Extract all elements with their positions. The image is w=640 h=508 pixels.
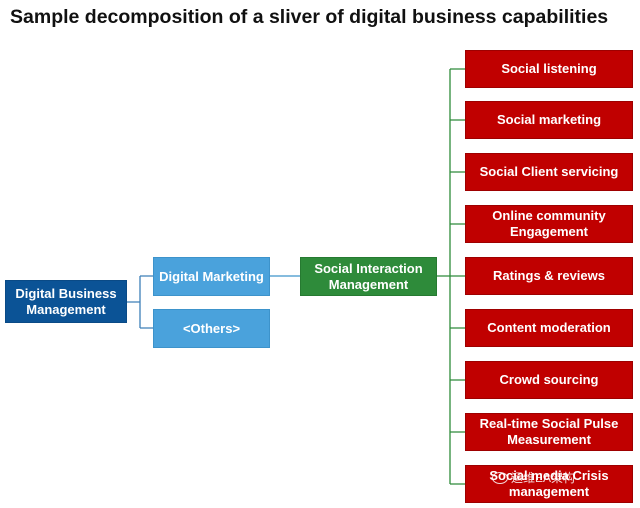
leaf-node-label: Online community Engagement bbox=[492, 208, 606, 239]
watermark-text: 运维EA架构 bbox=[511, 471, 576, 485]
diagram-title: Sample decomposition of a sliver of digi… bbox=[10, 6, 609, 28]
leaf-node: Ratings & reviews bbox=[465, 257, 633, 295]
leaf-node-label: Ratings & reviews bbox=[493, 268, 605, 283]
connector-root bbox=[127, 275, 153, 329]
level2-node-others: <Others> bbox=[153, 309, 270, 348]
level2-node-digital-marketing: Digital Marketing bbox=[153, 257, 270, 296]
root-node: Digital Business Management bbox=[5, 280, 127, 323]
watermark: 运维EA架构 bbox=[492, 469, 575, 486]
leaf-node-label: Social Client servicing bbox=[479, 164, 619, 179]
leaf-node-label: Content moderation bbox=[487, 320, 611, 335]
connector-leaves bbox=[437, 68, 465, 485]
leaf-node: Social Client servicing bbox=[465, 153, 633, 191]
level3-node-label: Social Interaction Management bbox=[314, 260, 423, 292]
leaf-node: Crowd sourcing bbox=[465, 361, 633, 399]
leaf-node: Real-time Social Pulse Measurement bbox=[465, 413, 633, 451]
leaf-node: Social listening bbox=[465, 50, 633, 88]
leaf-node-label: Social media Crisis management bbox=[489, 468, 609, 499]
leaf-node: Content moderation bbox=[465, 309, 633, 347]
leaf-node-label: Social listening bbox=[501, 61, 597, 76]
leaf-node-label: Real-time Social Pulse Measurement bbox=[479, 416, 619, 447]
root-node-label: Digital Business Management bbox=[15, 285, 117, 317]
leaf-node-label: Crowd sourcing bbox=[499, 372, 599, 387]
level2-node-label: <Others> bbox=[182, 320, 241, 336]
leaf-node: Online community Engagement bbox=[465, 205, 633, 243]
level3-node-social-interaction: Social Interaction Management bbox=[300, 257, 437, 296]
leaf-node-label: Social marketing bbox=[496, 112, 602, 127]
leaf-node: Social marketing bbox=[465, 101, 633, 139]
level2-node-label: Digital Marketing bbox=[159, 268, 264, 284]
wechat-icon bbox=[492, 471, 508, 484]
leaf-node: Social media Crisis management bbox=[465, 465, 633, 503]
